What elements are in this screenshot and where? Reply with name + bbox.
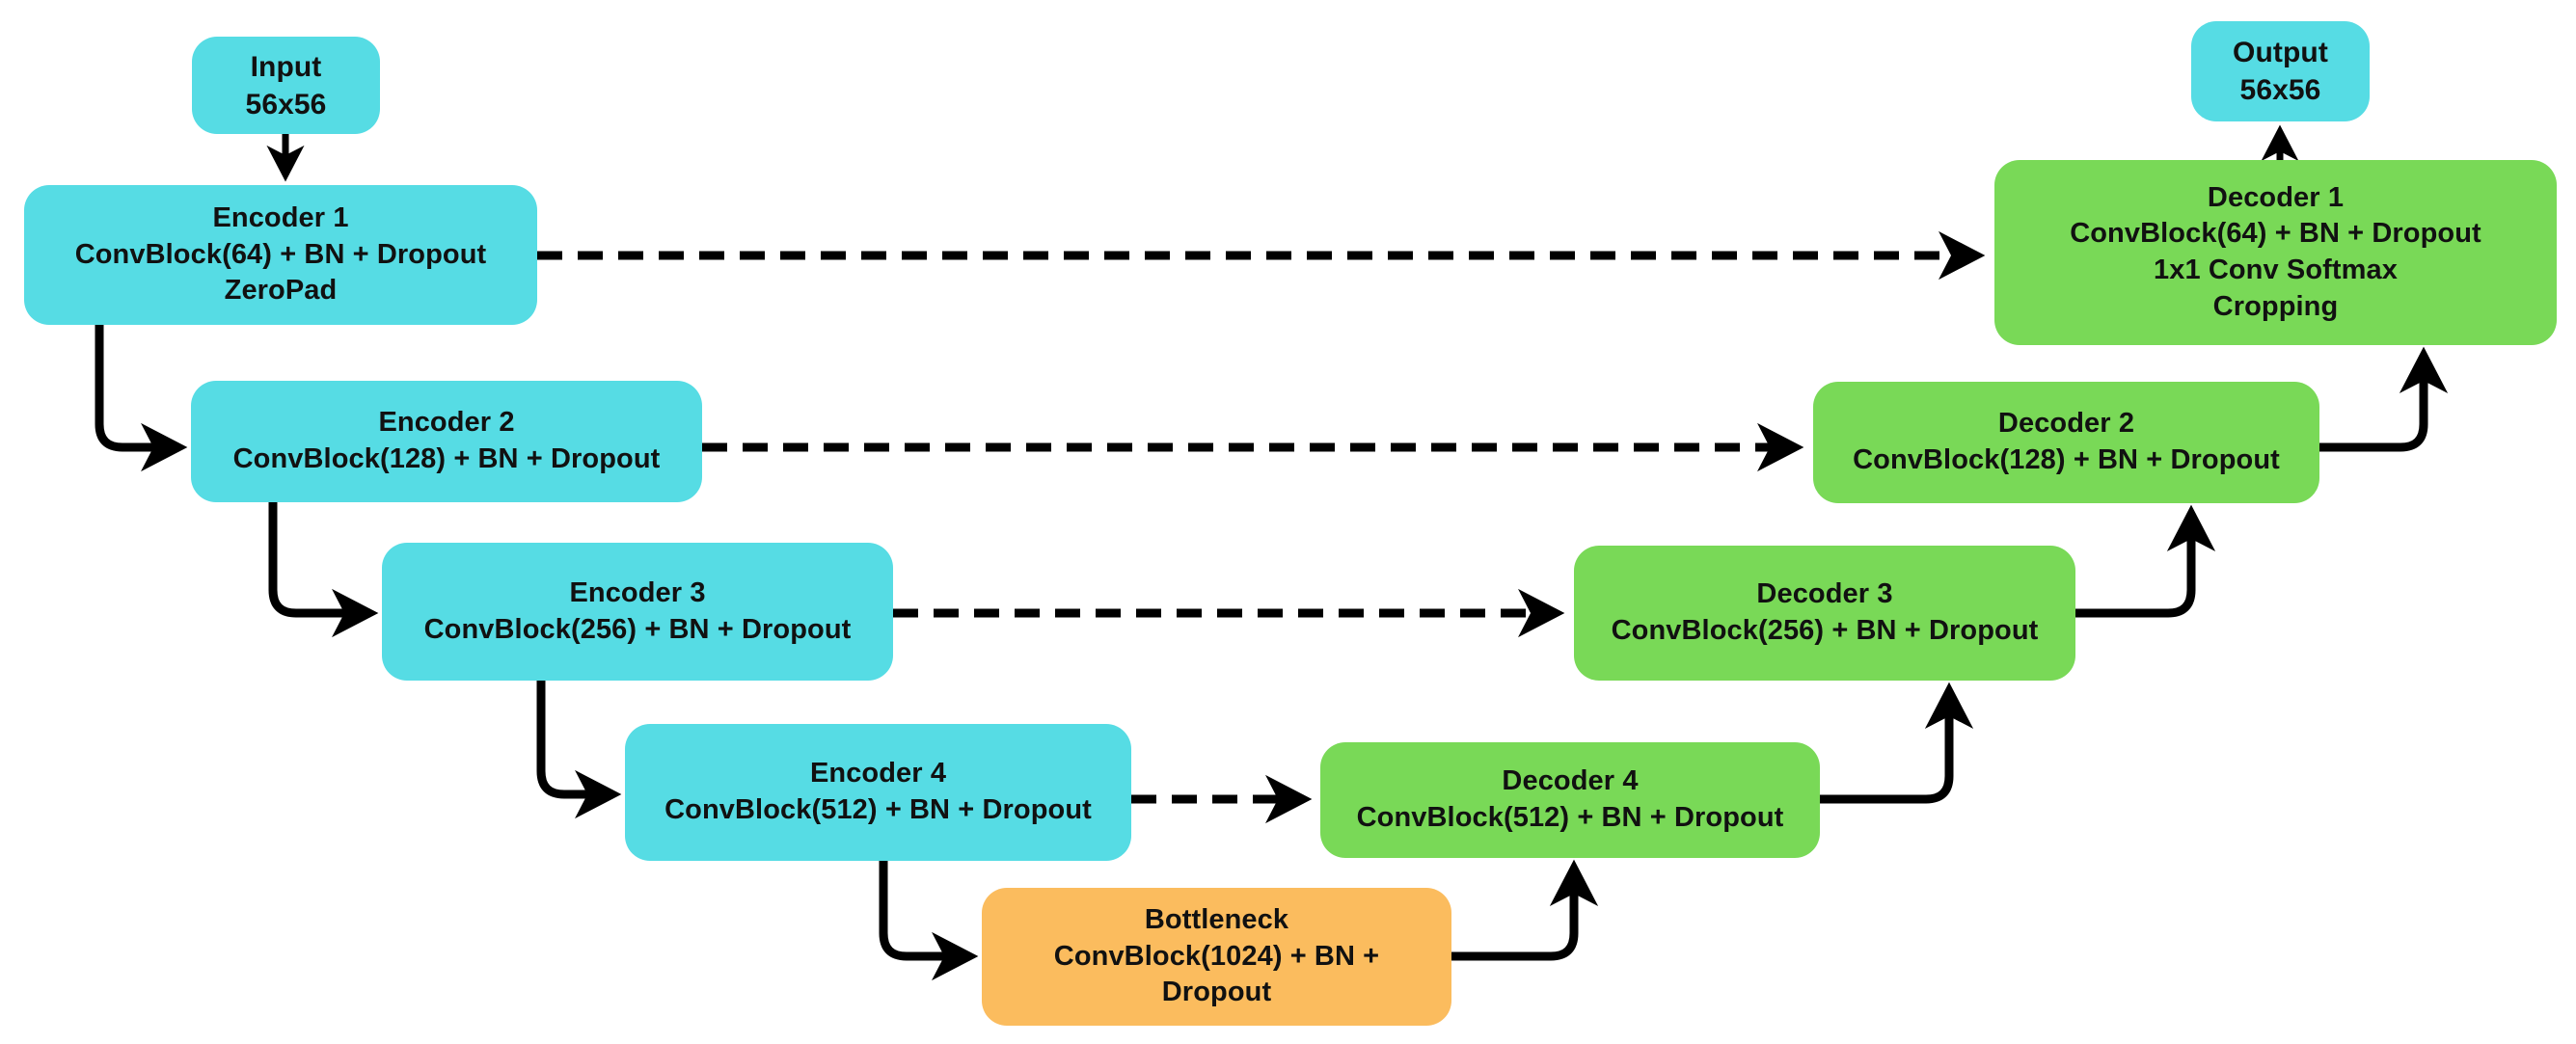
node-decoder-3[interactable]: Decoder 3 ConvBlock(256) + BN + Dropout (1574, 546, 2075, 681)
edge-encoder4-to-bottleneck (879, 861, 979, 981)
edge-encoder3-to-encoder4 (536, 681, 622, 819)
node-output[interactable]: Output 56x56 (2191, 21, 2370, 121)
node-decoder-2[interactable]: Decoder 2 ConvBlock(128) + BN + Dropout (1813, 382, 2319, 503)
node-encoder-4-line-2: ConvBlock(512) + BN + Dropout (664, 794, 1092, 825)
node-encoder-1-line-2: ConvBlock(64) + BN + Dropout (74, 238, 487, 270)
node-bottleneck[interactable]: Bottleneck ConvBlock(1024) + BN + Dropou… (982, 888, 1451, 1026)
node-encoder-4-line-1: Encoder 4 (809, 758, 947, 790)
node-decoder-4[interactable]: Decoder 4 ConvBlock(512) + BN + Dropout (1320, 742, 1820, 858)
node-encoder-2-line-1: Encoder 2 (378, 407, 515, 439)
node-decoder-3-line-1: Decoder 3 (1756, 578, 1893, 610)
edge-bottleneck-to-decoder4 (1451, 859, 1599, 961)
node-decoder-1-line-4: Cropping (2212, 290, 2339, 322)
node-output-line-1: Output (2233, 37, 2328, 68)
edge-encoder1-to-encoder2 (95, 325, 188, 472)
node-output-line-2: 56x56 (2239, 74, 2321, 106)
node-encoder-2[interactable]: Encoder 2 ConvBlock(128) + BN + Dropout (191, 381, 702, 502)
node-input-line-2: 56x56 (245, 88, 327, 120)
node-encoder-2-line-2: ConvBlock(128) + BN + Dropout (232, 443, 661, 474)
node-encoder-3[interactable]: Encoder 3 ConvBlock(256) + BN + Dropout (382, 543, 893, 681)
node-decoder-1-line-3: 1x1 Conv Softmax (2153, 254, 2398, 285)
edge-decoder4-to-decoder3 (1820, 682, 1974, 804)
node-input-line-1: Input (250, 50, 322, 83)
node-decoder-3-line-2: ConvBlock(256) + BN + Dropout (1611, 615, 2039, 646)
node-encoder-1[interactable]: Encoder 1 ConvBlock(64) + BN + Dropout Z… (24, 185, 537, 325)
edge-decoder2-to-decoder1 (2319, 346, 2449, 452)
node-encoder-4[interactable]: Encoder 4 ConvBlock(512) + BN + Dropout (625, 724, 1131, 861)
node-decoder-1[interactable]: Decoder 1 ConvBlock(64) + BN + Dropout 1… (1994, 160, 2557, 345)
node-bottleneck-line-2: ConvBlock(1024) + BN + (1053, 940, 1380, 972)
node-bottleneck-line-3: Dropout (1161, 977, 1272, 1008)
node-decoder-4-line-2: ConvBlock(512) + BN + Dropout (1356, 802, 1784, 833)
node-bottleneck-line-1: Bottleneck (1144, 903, 1289, 935)
edge-encoder2-to-encoder3 (268, 502, 379, 638)
node-decoder-2-line-2: ConvBlock(128) + BN + Dropout (1853, 444, 2280, 475)
edge-decoder3-to-decoder2 (2075, 504, 2216, 618)
node-decoder-1-line-2: ConvBlock(64) + BN + Dropout (2070, 218, 2481, 250)
node-decoder-2-line-1: Decoder 2 (1997, 408, 2135, 440)
node-encoder-3-line-2: ConvBlock(256) + BN + Dropout (423, 613, 852, 645)
node-encoder-1-line-3: ZeroPad (224, 275, 338, 307)
node-decoder-1-line-1: Decoder 1 (2207, 181, 2345, 213)
node-input[interactable]: Input 56x56 (192, 37, 380, 134)
node-encoder-3-line-1: Encoder 3 (569, 576, 706, 608)
node-encoder-1-line-1: Encoder 1 (212, 201, 349, 233)
node-decoder-4-line-1: Decoder 4 (1502, 765, 1639, 797)
